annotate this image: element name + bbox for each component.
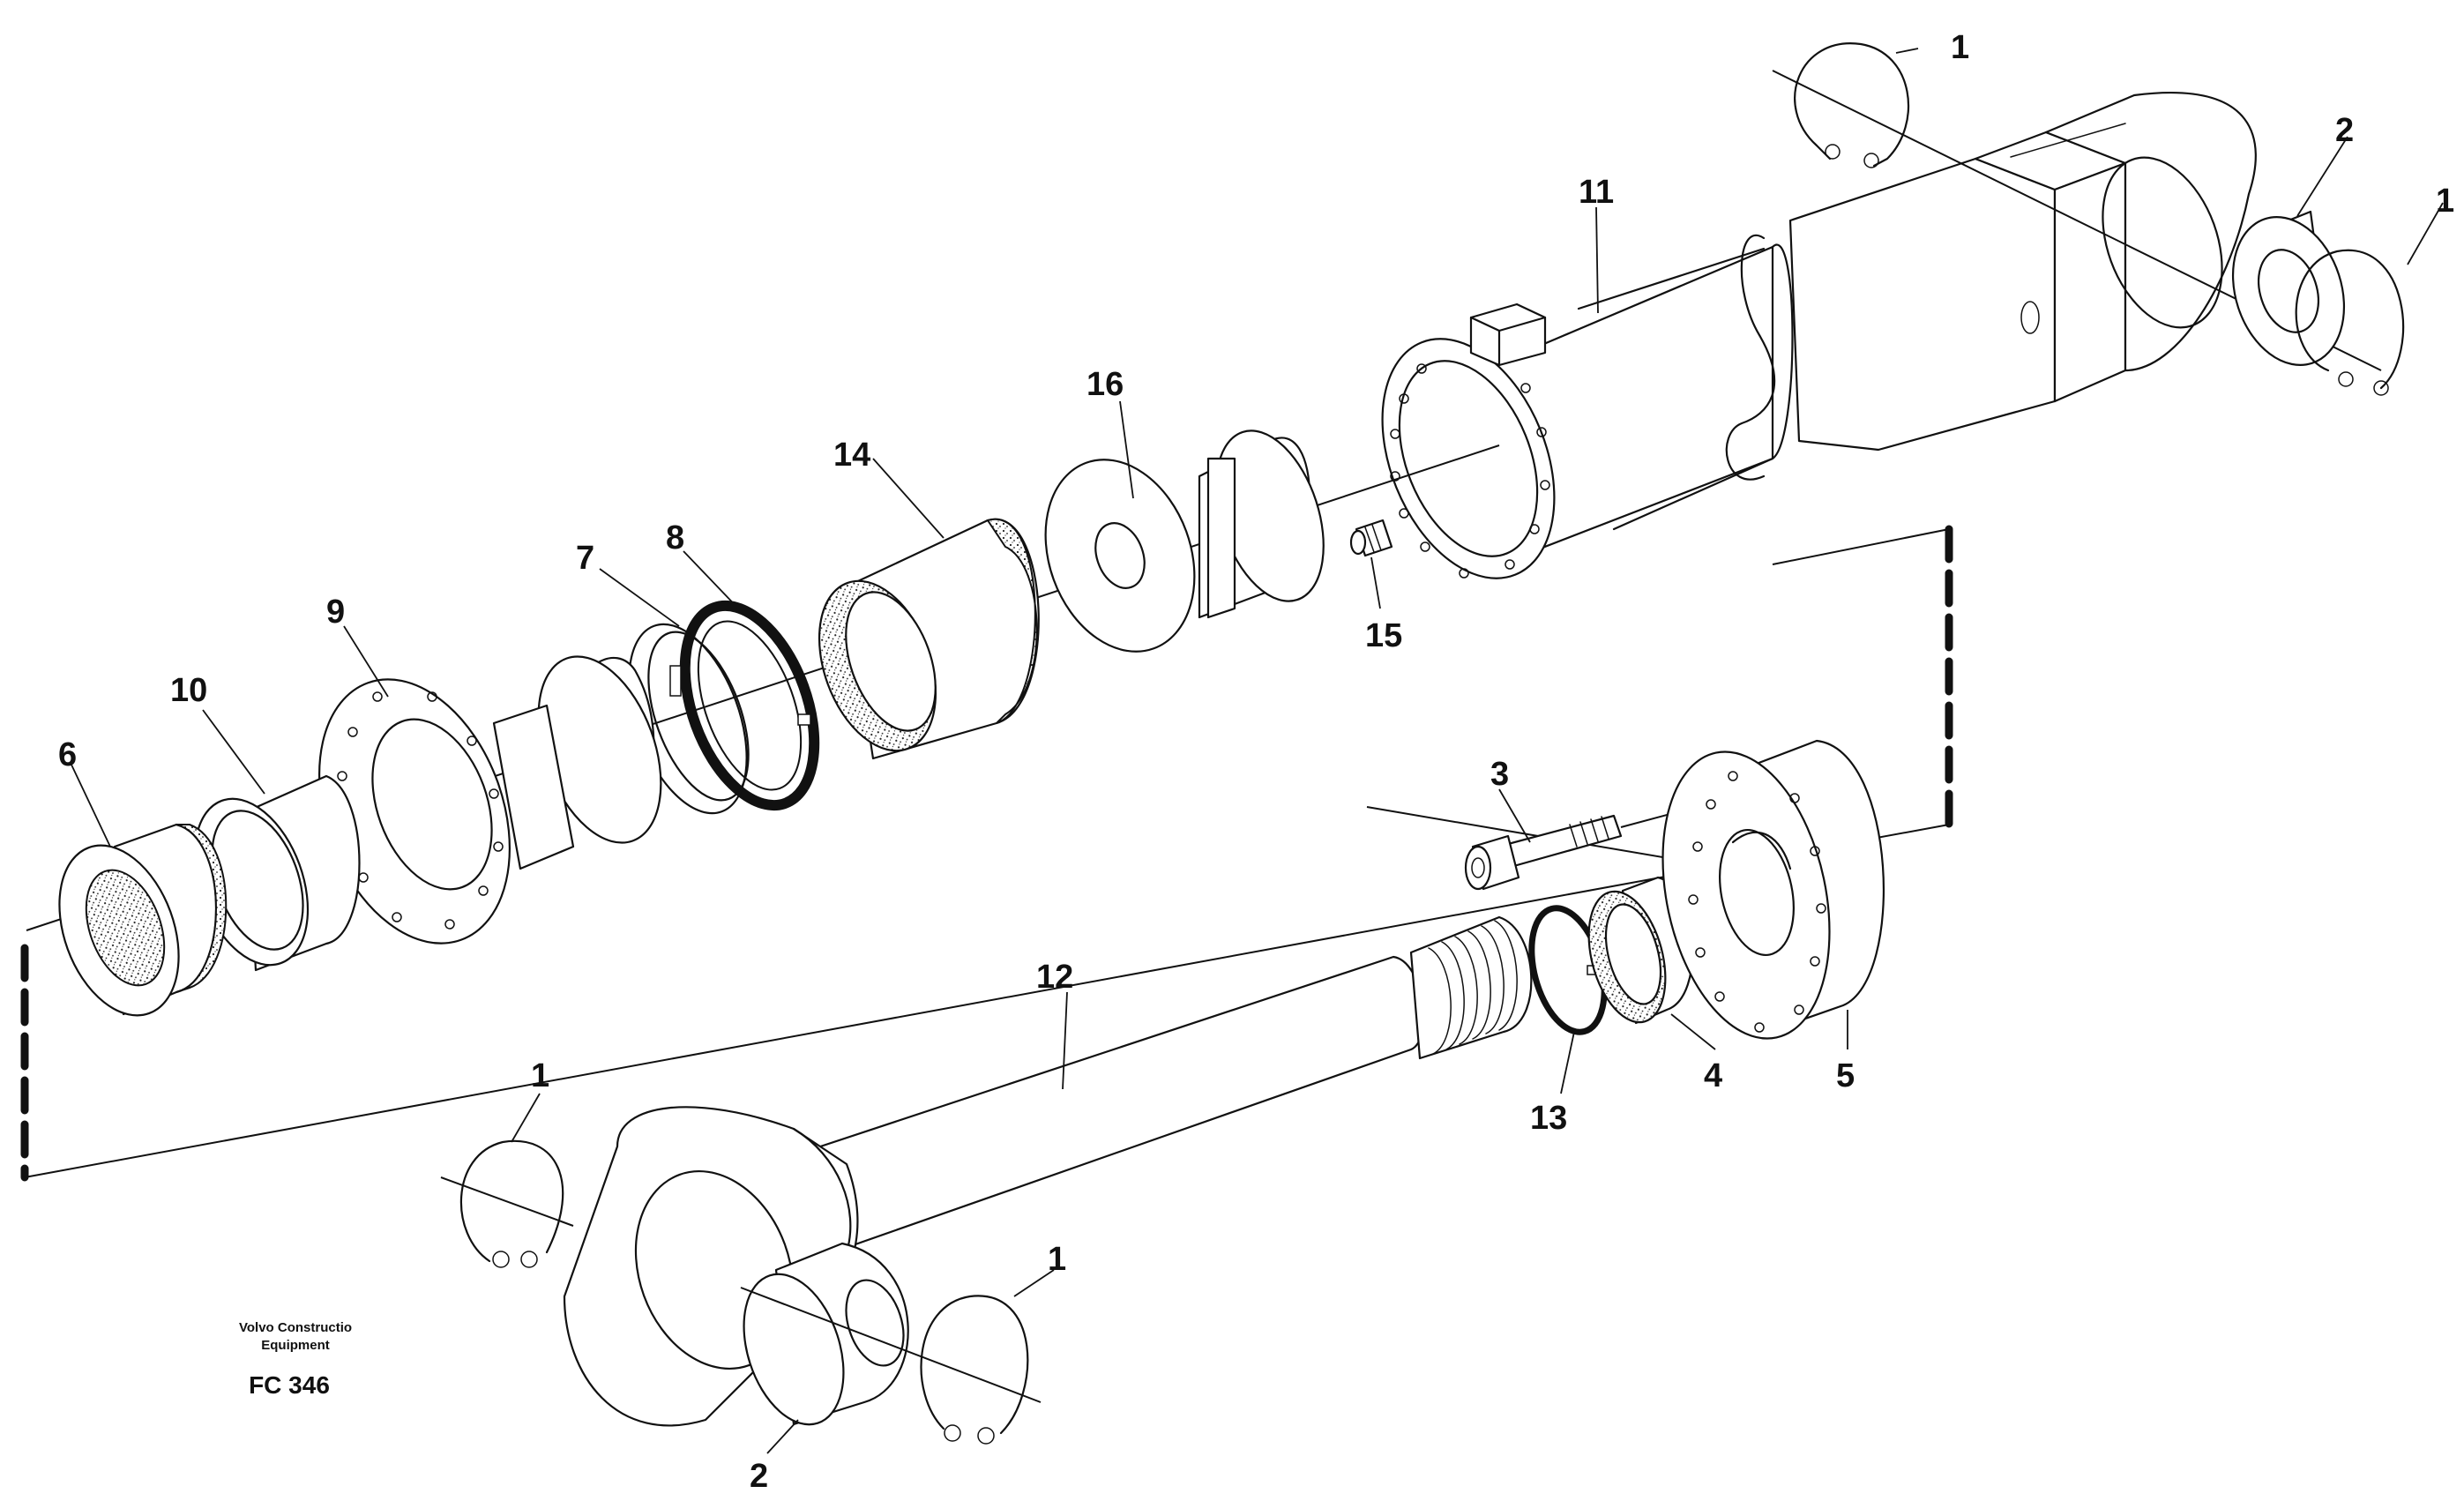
callout-2-lower: 2 <box>750 1458 768 1495</box>
circlip-1-top <box>1794 42 1910 168</box>
callout-16: 16 <box>1086 366 1124 403</box>
cap-screw-3 <box>1464 803 1707 891</box>
maker-name-line2: Equipment <box>261 1338 330 1353</box>
callout-9: 9 <box>326 594 345 631</box>
callout-5: 5 <box>1836 1057 1855 1094</box>
footer-block: Volvo Constructio Equipment FC 346 <box>239 1320 352 1399</box>
flange-5-bolt-holes <box>1688 771 1826 1033</box>
circlip-1-right <box>2295 249 2405 396</box>
maker-name-line1: Volvo Constructio <box>239 1320 352 1335</box>
callout-12: 12 <box>1036 959 1073 996</box>
callout-1-top: 1 <box>1951 29 1969 66</box>
dashed-group-bracket <box>20 525 1953 1182</box>
leader-lines <box>70 48 2444 1454</box>
callout-2-top: 2 <box>2335 112 2354 149</box>
cylinder-head-9 <box>318 655 662 945</box>
seal-ring-8 <box>679 600 820 811</box>
spherical-bearing-2-lower <box>740 1242 1042 1426</box>
circlip-1-lower-left <box>440 1139 574 1268</box>
spherical-bearing-2-top <box>2231 210 2346 366</box>
callout-10: 10 <box>170 672 207 709</box>
callout-labels: 1 2 1 11 16 14 15 8 7 9 10 6 3 12 13 4 5… <box>58 29 2454 1495</box>
piston-16 <box>1044 429 1325 653</box>
flange-5 <box>1661 739 1885 1040</box>
piston-rod-12 <box>563 915 1533 1427</box>
callout-15: 15 <box>1365 617 1402 654</box>
callout-4: 4 <box>1704 1057 1722 1094</box>
callout-1-lower-right: 1 <box>1048 1241 1066 1278</box>
rod-thread-lines <box>1428 920 1518 1055</box>
callout-11: 11 <box>1579 174 1614 211</box>
guide-ring-14 <box>818 518 1040 760</box>
scraper-6 <box>58 823 228 1017</box>
circlip-1-lower-right <box>920 1295 1029 1445</box>
callout-1-lower-left: 1 <box>531 1057 549 1094</box>
callout-8: 8 <box>666 519 684 556</box>
set-screw-15 <box>1349 519 1393 557</box>
callout-13: 13 <box>1530 1100 1567 1137</box>
callout-7: 7 <box>576 540 594 577</box>
screw-threads <box>1569 816 1609 848</box>
cylinder-tube-11 <box>1381 92 2257 579</box>
callout-14: 14 <box>833 437 870 474</box>
callout-6: 6 <box>58 736 77 773</box>
drawing-code: FC 346 <box>249 1371 330 1399</box>
callout-1-right: 1 <box>2436 183 2454 220</box>
callout-3: 3 <box>1490 756 1509 793</box>
